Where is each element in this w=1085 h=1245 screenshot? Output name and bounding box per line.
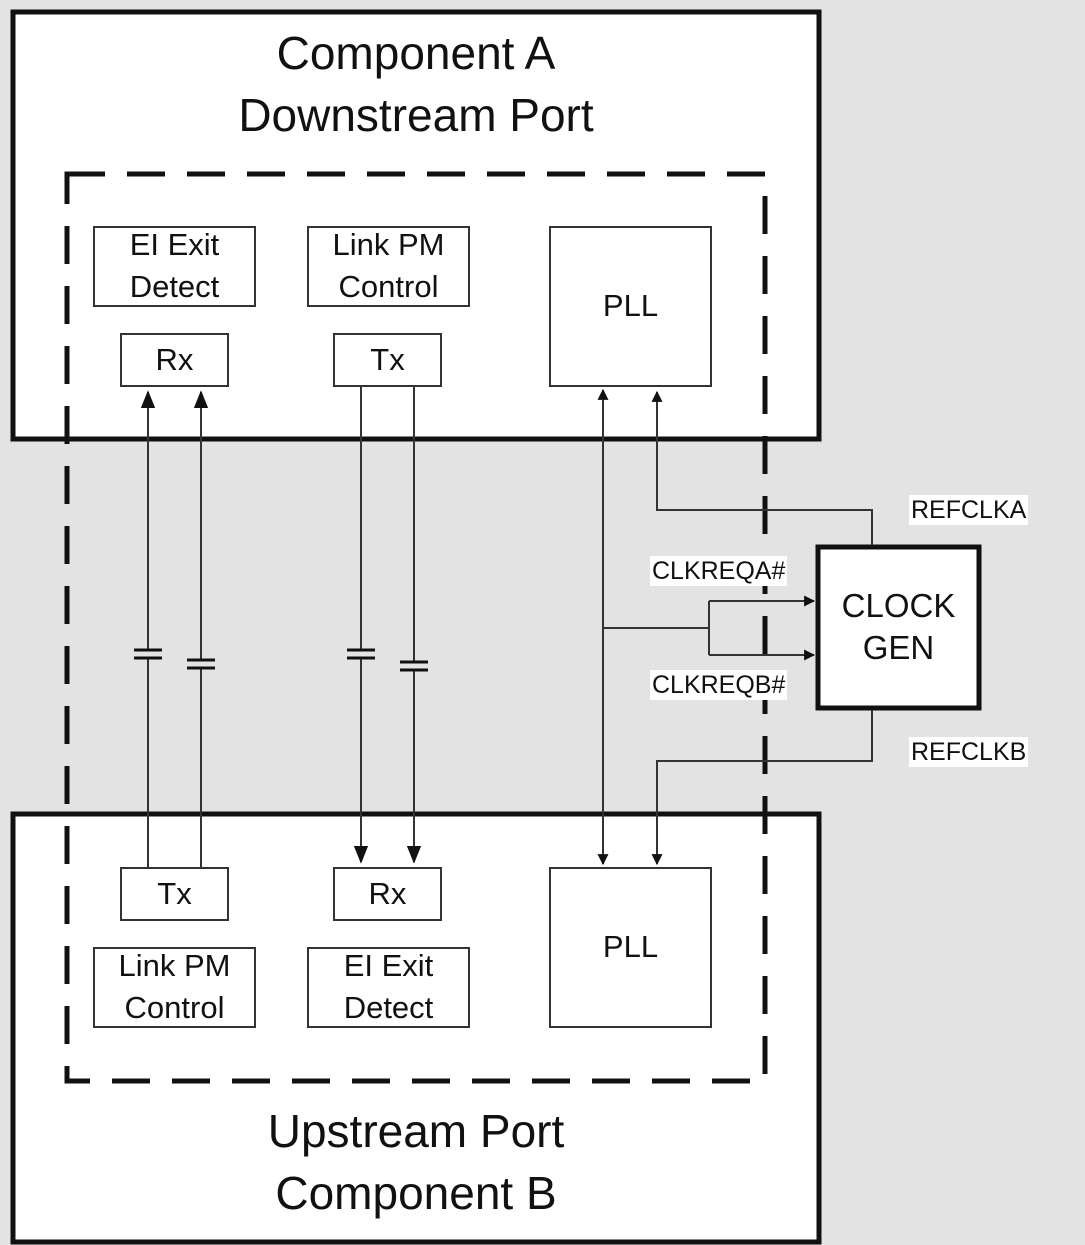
refclka-label: REFCLKA: [909, 495, 1029, 525]
top-tx-label: Tx: [370, 342, 405, 377]
bottom-ei-exit-line2: Detect: [343, 990, 434, 1025]
capacitor-symbols: [134, 648, 428, 672]
bottom-tx-label: Tx: [157, 876, 192, 911]
refclk-wiring: [651, 390, 873, 866]
component-b-title: Upstream Port Component B: [13, 1100, 819, 1224]
top-rx-box: [120, 333, 229, 387]
bottom-link-pm-box: [93, 947, 256, 1028]
clkreqb-label: CLKREQB#: [650, 670, 788, 700]
bottom-tx-box: [120, 867, 229, 921]
component-a-line1: Component A: [276, 27, 556, 79]
component-b-line1: Upstream Port: [267, 1105, 565, 1157]
component-a-title: Component A Downstream Port: [13, 22, 819, 146]
clock-gen-box: [815, 544, 982, 711]
top-pll-label: PLL: [602, 288, 659, 323]
clock-gen-line1: CLOCK: [841, 587, 956, 624]
top-ei-exit-line1: EI Exit: [129, 227, 220, 262]
bottom-rx-label: Rx: [368, 876, 407, 911]
lane-up-pair: [140, 390, 209, 868]
top-link-pm-line2: Control: [338, 269, 439, 304]
top-pll-box: [549, 226, 712, 387]
dashed-link-boundary: [64, 171, 768, 1084]
bottom-pll-label: PLL: [602, 929, 659, 964]
clkreqa-label: CLKREQA#: [650, 556, 788, 586]
bottom-pll-box: [549, 867, 712, 1028]
bottom-link-pm-label: Link PM Control: [94, 945, 255, 1029]
top-link-pm-line1: Link PM: [332, 227, 445, 262]
clock-gen-line2: GEN: [862, 629, 935, 666]
bottom-rx-box: [333, 867, 442, 921]
bottom-ei-exit-line1: EI Exit: [343, 948, 434, 983]
lane-down-pair: [353, 386, 422, 864]
bottom-ei-exit-label: EI Exit Detect: [308, 945, 469, 1029]
top-tx-box: [333, 333, 442, 387]
top-rx-label: Rx: [155, 342, 194, 377]
top-link-pm-label: Link PM Control: [308, 224, 469, 308]
top-ei-exit-box: [93, 226, 256, 307]
top-link-pm-box: [307, 226, 470, 307]
top-ei-exit-label: EI Exit Detect: [94, 224, 255, 308]
top-ei-exit-line2: Detect: [129, 269, 220, 304]
component-b-line2: Component B: [275, 1167, 557, 1219]
bottom-link-pm-line2: Control: [124, 990, 225, 1025]
component-a-line2: Downstream Port: [238, 89, 594, 141]
refclkb-label: REFCLKB: [909, 737, 1029, 767]
bottom-link-pm-line1: Link PM: [118, 948, 231, 983]
clock-gen-label: CLOCK GEN: [818, 585, 979, 669]
clkreq-wiring: [597, 388, 816, 866]
bottom-ei-exit-box: [307, 947, 470, 1028]
